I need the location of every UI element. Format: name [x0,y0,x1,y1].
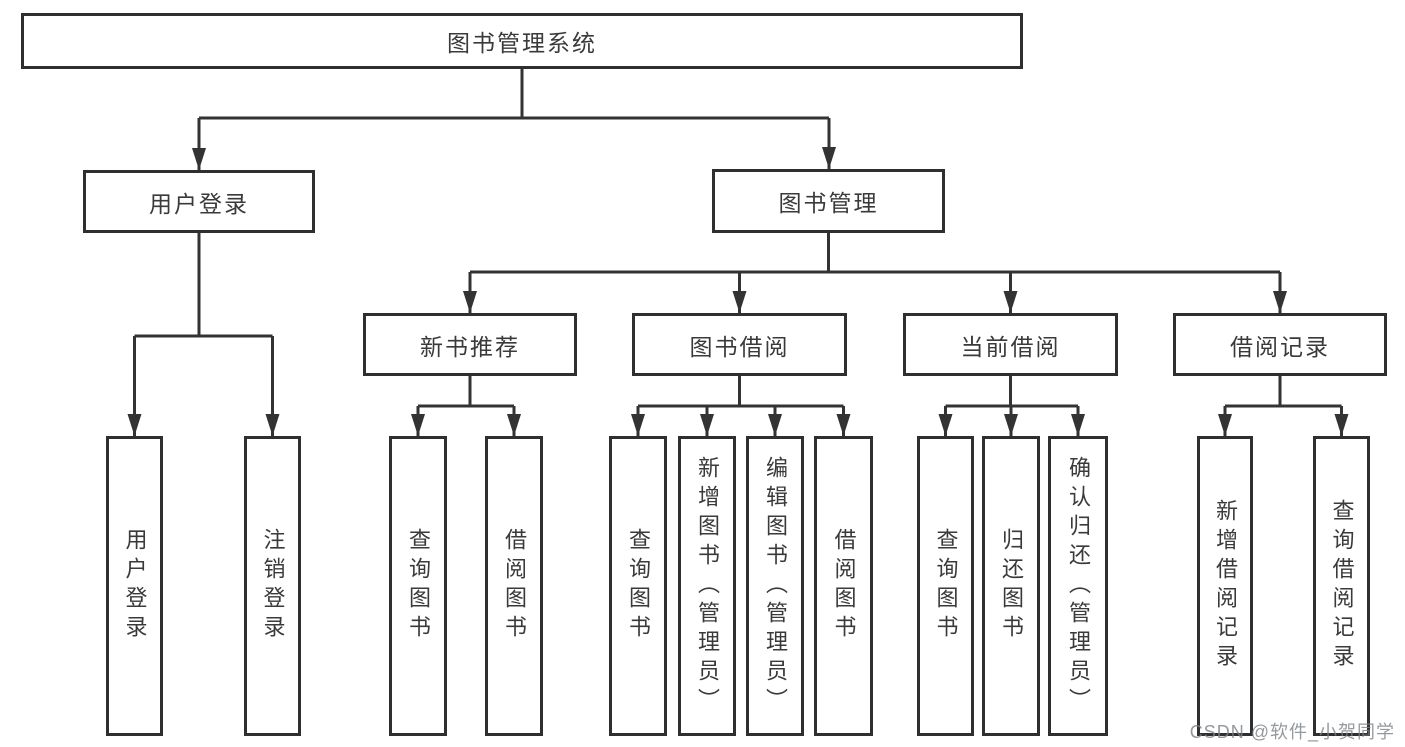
node-borrowing-records: 借阅记录 [1173,313,1387,376]
leaf-query-borrow-record: 查询借阅记录 [1313,436,1370,736]
connector-management-rail [470,233,1280,274]
csdn-watermark: CSDN @软件_小贺同学 [1189,722,1395,742]
node-book-borrowing: 图书借阅 [632,313,847,376]
leaf-add-books-admin: 新增图书（管理员） [678,436,736,736]
leaf-query-books: 查询图书 [609,436,667,736]
leaf-add-borrow-record: 新增借阅记录 [1197,436,1253,736]
connector-borrow-rail [638,376,844,408]
leaf-edit-books-admin: 编辑图书（管理员） [746,436,804,736]
node-book-management: 图书管理 [712,169,945,233]
leaf-borrow-books: 借阅图书 [485,436,543,736]
connector-newbook-rail [418,376,514,408]
leaf-logout: 注销登录 [244,436,301,736]
node-library-system: 图书管理系统 [21,13,1023,69]
connector-current-rail [945,376,1078,408]
connector-record-rail [1225,376,1342,408]
node-current-borrowing: 当前借阅 [903,313,1118,376]
connector-root-rail [199,69,829,120]
leaf-query-books: 查询图书 [389,436,447,736]
connector-login-rail [134,233,273,338]
node-new-book-recommend: 新书推荐 [363,313,577,376]
leaf-confirm-return-admin: 确认归还（管理员） [1048,436,1108,736]
node-user-login: 用户登录 [83,170,315,233]
leaf-return-books: 归还图书 [982,436,1040,736]
leaf-user-login: 用户登录 [106,436,163,736]
leaf-query-books: 查询图书 [917,436,974,736]
leaf-borrow-books: 借阅图书 [814,436,873,736]
